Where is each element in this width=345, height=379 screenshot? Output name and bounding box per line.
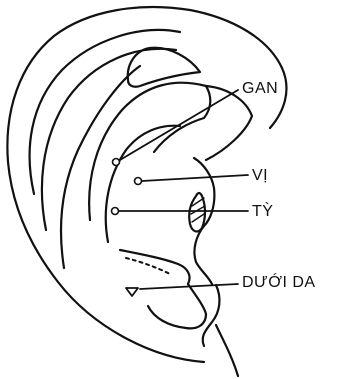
ear-outline	[7, 7, 286, 376]
point-gan-marker	[113, 159, 120, 166]
leader-gan	[120, 90, 238, 160]
point-vi-marker	[135, 178, 142, 185]
leader-vi	[142, 175, 248, 181]
label-ty: TỲ	[252, 203, 273, 221]
point-duoi-da-marker	[126, 288, 138, 296]
helix-line-1	[30, 30, 180, 194]
concha	[106, 126, 180, 242]
ear-lobe	[148, 284, 206, 328]
helix-line-3	[61, 66, 140, 268]
point-ty-marker	[112, 208, 119, 215]
label-duoi-da: DƯỚI DA	[242, 274, 316, 292]
label-gan: GAN	[242, 80, 278, 98]
label-vi: VỊ	[252, 167, 268, 185]
